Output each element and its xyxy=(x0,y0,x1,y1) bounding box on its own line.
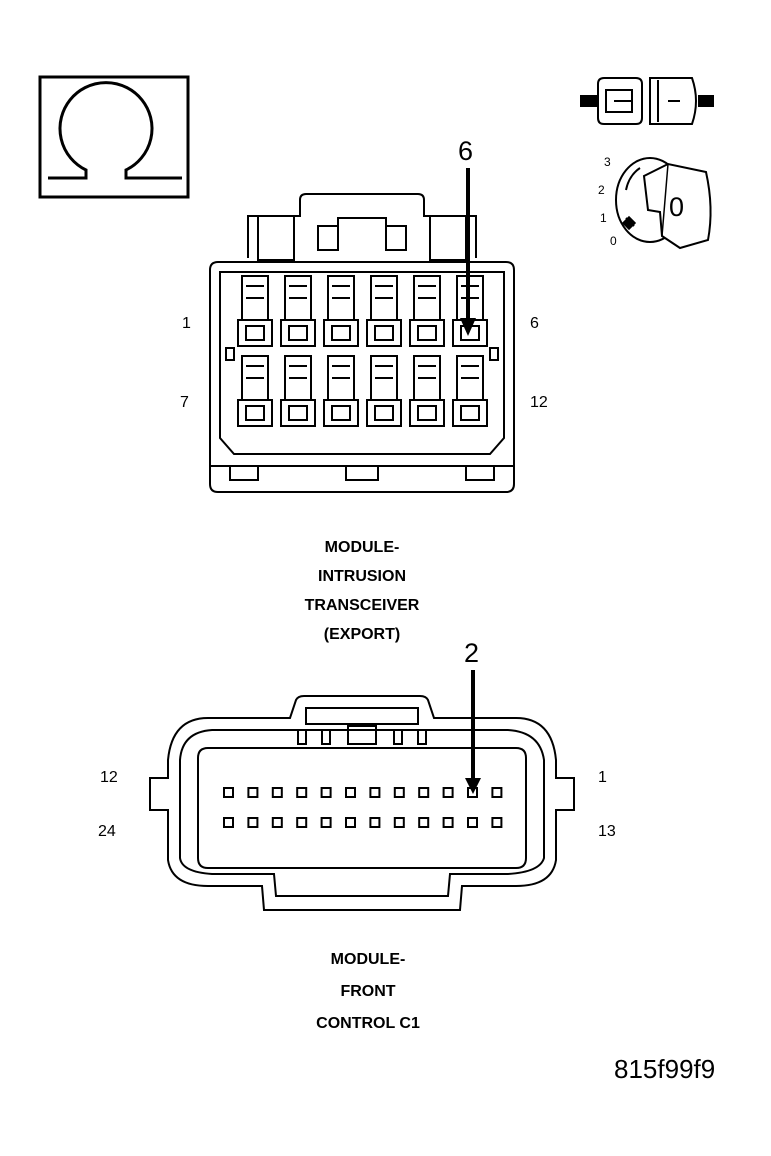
pin-cavity xyxy=(345,787,356,798)
pin-label-bottom-left: 24 xyxy=(98,823,116,840)
ohm-icon xyxy=(38,75,190,199)
title-line: CONTROL C1 xyxy=(316,1015,420,1032)
pin-cavity xyxy=(366,275,402,347)
pin-cavity xyxy=(247,817,259,828)
pin-cavity xyxy=(491,817,503,828)
pin-cavity xyxy=(345,817,356,828)
pin-cavity xyxy=(418,817,430,828)
pin-cavity xyxy=(271,817,283,828)
pin-cavity xyxy=(296,787,308,798)
pin-cavity xyxy=(323,275,359,347)
pin-cavity xyxy=(442,817,454,828)
pin-cavity xyxy=(418,787,430,798)
connector-bottom-title: MODULE- FRONT CONTROL C1 xyxy=(268,944,468,1040)
ignition-key-icon xyxy=(615,157,712,250)
callout-pin-bottom: 2 xyxy=(464,638,480,668)
pin-cavity xyxy=(296,817,308,828)
pin-cavity xyxy=(467,817,478,828)
pin-cavity xyxy=(369,817,381,828)
pin-cavity xyxy=(320,817,332,828)
pin-cavity xyxy=(393,817,405,828)
ignition-position-label: 0 xyxy=(610,234,617,248)
callout-pin-top: 6 xyxy=(458,136,474,166)
connector-top-title: MODULE- INTRUSION TRANSCEIVER (EXPORT) xyxy=(262,533,462,649)
pin-label-bottom-right: 13 xyxy=(598,823,616,840)
pin-cavity xyxy=(223,787,234,798)
pin-cavity xyxy=(409,275,445,347)
title-line: TRANSCEIVER xyxy=(304,597,420,614)
pin-cavity xyxy=(280,355,316,427)
pin-label-top-right: 6 xyxy=(530,315,539,332)
ignition-key-position: 0 xyxy=(669,192,685,222)
pin-cavity xyxy=(393,787,405,798)
connector-bottom-body xyxy=(149,695,575,911)
reference-code: 815f99f9 xyxy=(614,1054,716,1084)
callout-arrow-bottom xyxy=(465,670,481,794)
pin-cavity xyxy=(442,787,454,798)
title-line: MODULE- xyxy=(324,539,400,556)
title-line: MODULE- xyxy=(330,951,406,968)
pin-label-top-left: 1 xyxy=(182,315,191,332)
pin-cavity xyxy=(280,275,316,347)
ignition-position-label: 2 xyxy=(598,183,605,197)
title-line: INTRUSION xyxy=(318,568,406,585)
pin-cavity xyxy=(366,355,402,427)
pin-cavity xyxy=(369,787,381,798)
pin-cavity xyxy=(452,355,488,427)
pin-cavity xyxy=(271,787,283,798)
pin-cavity xyxy=(237,275,273,347)
pin-cavity xyxy=(409,355,445,427)
pin-cavity xyxy=(320,787,332,798)
pin-cavity xyxy=(491,787,503,798)
pin-label-bottom-right: 12 xyxy=(530,394,548,411)
pin-label-top-left: 12 xyxy=(100,769,118,786)
connector-plug-icon xyxy=(580,77,714,125)
pin-label-bottom-left: 7 xyxy=(180,394,189,411)
ignition-position-label: 1 xyxy=(600,211,607,225)
pin-cavity xyxy=(237,355,273,427)
ignition-position-label: 3 xyxy=(604,155,611,169)
pin-cavity xyxy=(323,355,359,427)
pin-cavity xyxy=(247,787,259,798)
connector-bottom-pins xyxy=(223,787,503,828)
title-line: (EXPORT) xyxy=(323,626,401,643)
title-line: FRONT xyxy=(340,983,396,1000)
pin-cavity xyxy=(223,817,234,828)
pin-label-top-right: 1 xyxy=(598,769,607,786)
callout-arrow-top xyxy=(460,168,476,336)
